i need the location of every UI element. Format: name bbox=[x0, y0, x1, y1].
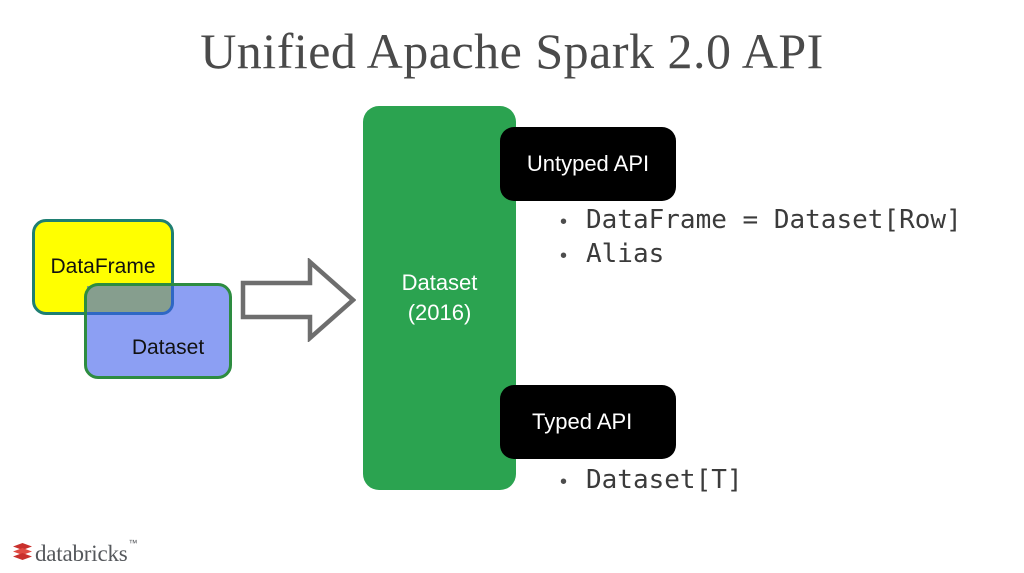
databricks-logo: databricks ™ bbox=[12, 538, 138, 566]
typed-api-label: Typed API bbox=[532, 409, 633, 434]
untyped-api-label: Untyped API bbox=[526, 151, 650, 176]
list-item-text: Alias bbox=[586, 239, 665, 270]
list-item-text: Dataset[T] bbox=[586, 465, 743, 495]
list-item: • Dataset[T] bbox=[548, 463, 743, 497]
untyped-api-bullet-list: • DataFrame = Dataset[Row] • Alias bbox=[548, 203, 962, 272]
dataframe-box: DataFrame bbox=[32, 219, 174, 315]
bullet-marker-icon: • bbox=[560, 245, 568, 268]
untyped-api-pill: Untyped API bbox=[500, 127, 676, 201]
dataset-box-label: Dataset bbox=[131, 335, 205, 359]
databricks-wordmark: databricks bbox=[35, 540, 128, 566]
typed-api-pill: Typed API bbox=[500, 385, 676, 459]
dataset-2016-block: Dataset (2016) bbox=[363, 106, 516, 490]
typed-api-bullet-list: • Dataset[T] bbox=[548, 463, 743, 497]
dataset-2016-title: Dataset bbox=[401, 270, 478, 296]
list-item: • Alias bbox=[548, 237, 962, 271]
dataframe-box-label: DataFrame bbox=[50, 254, 156, 278]
bullet-marker-icon: • bbox=[560, 211, 568, 233]
list-item-text: DataFrame = Dataset[Row] bbox=[586, 205, 962, 235]
page-title: Unified Apache Spark 2.0 API bbox=[200, 23, 824, 79]
databricks-stack-icon bbox=[13, 543, 32, 560]
bullet-marker-icon: • bbox=[560, 471, 568, 493]
trademark-symbol: ™ bbox=[128, 538, 138, 548]
dataset-2016-year: (2016) bbox=[407, 300, 472, 325]
right-block-arrow-icon bbox=[240, 258, 356, 342]
list-item: • DataFrame = Dataset[Row] bbox=[548, 203, 962, 237]
